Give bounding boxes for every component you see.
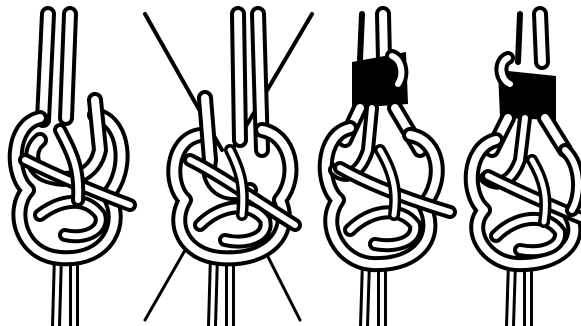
- knot-stage-4: [472, 14, 581, 326]
- knot-body: [16, 100, 130, 258]
- standing-rope: [518, 14, 542, 62]
- standing-rope: [43, 14, 70, 120]
- standing-rope: [360, 14, 384, 60]
- knot-stage-2: [145, 14, 312, 326]
- knot-body: [326, 108, 450, 264]
- knot-stage-1: [16, 14, 130, 326]
- knot-body: [472, 118, 581, 264]
- knot-stage-3: [326, 14, 450, 326]
